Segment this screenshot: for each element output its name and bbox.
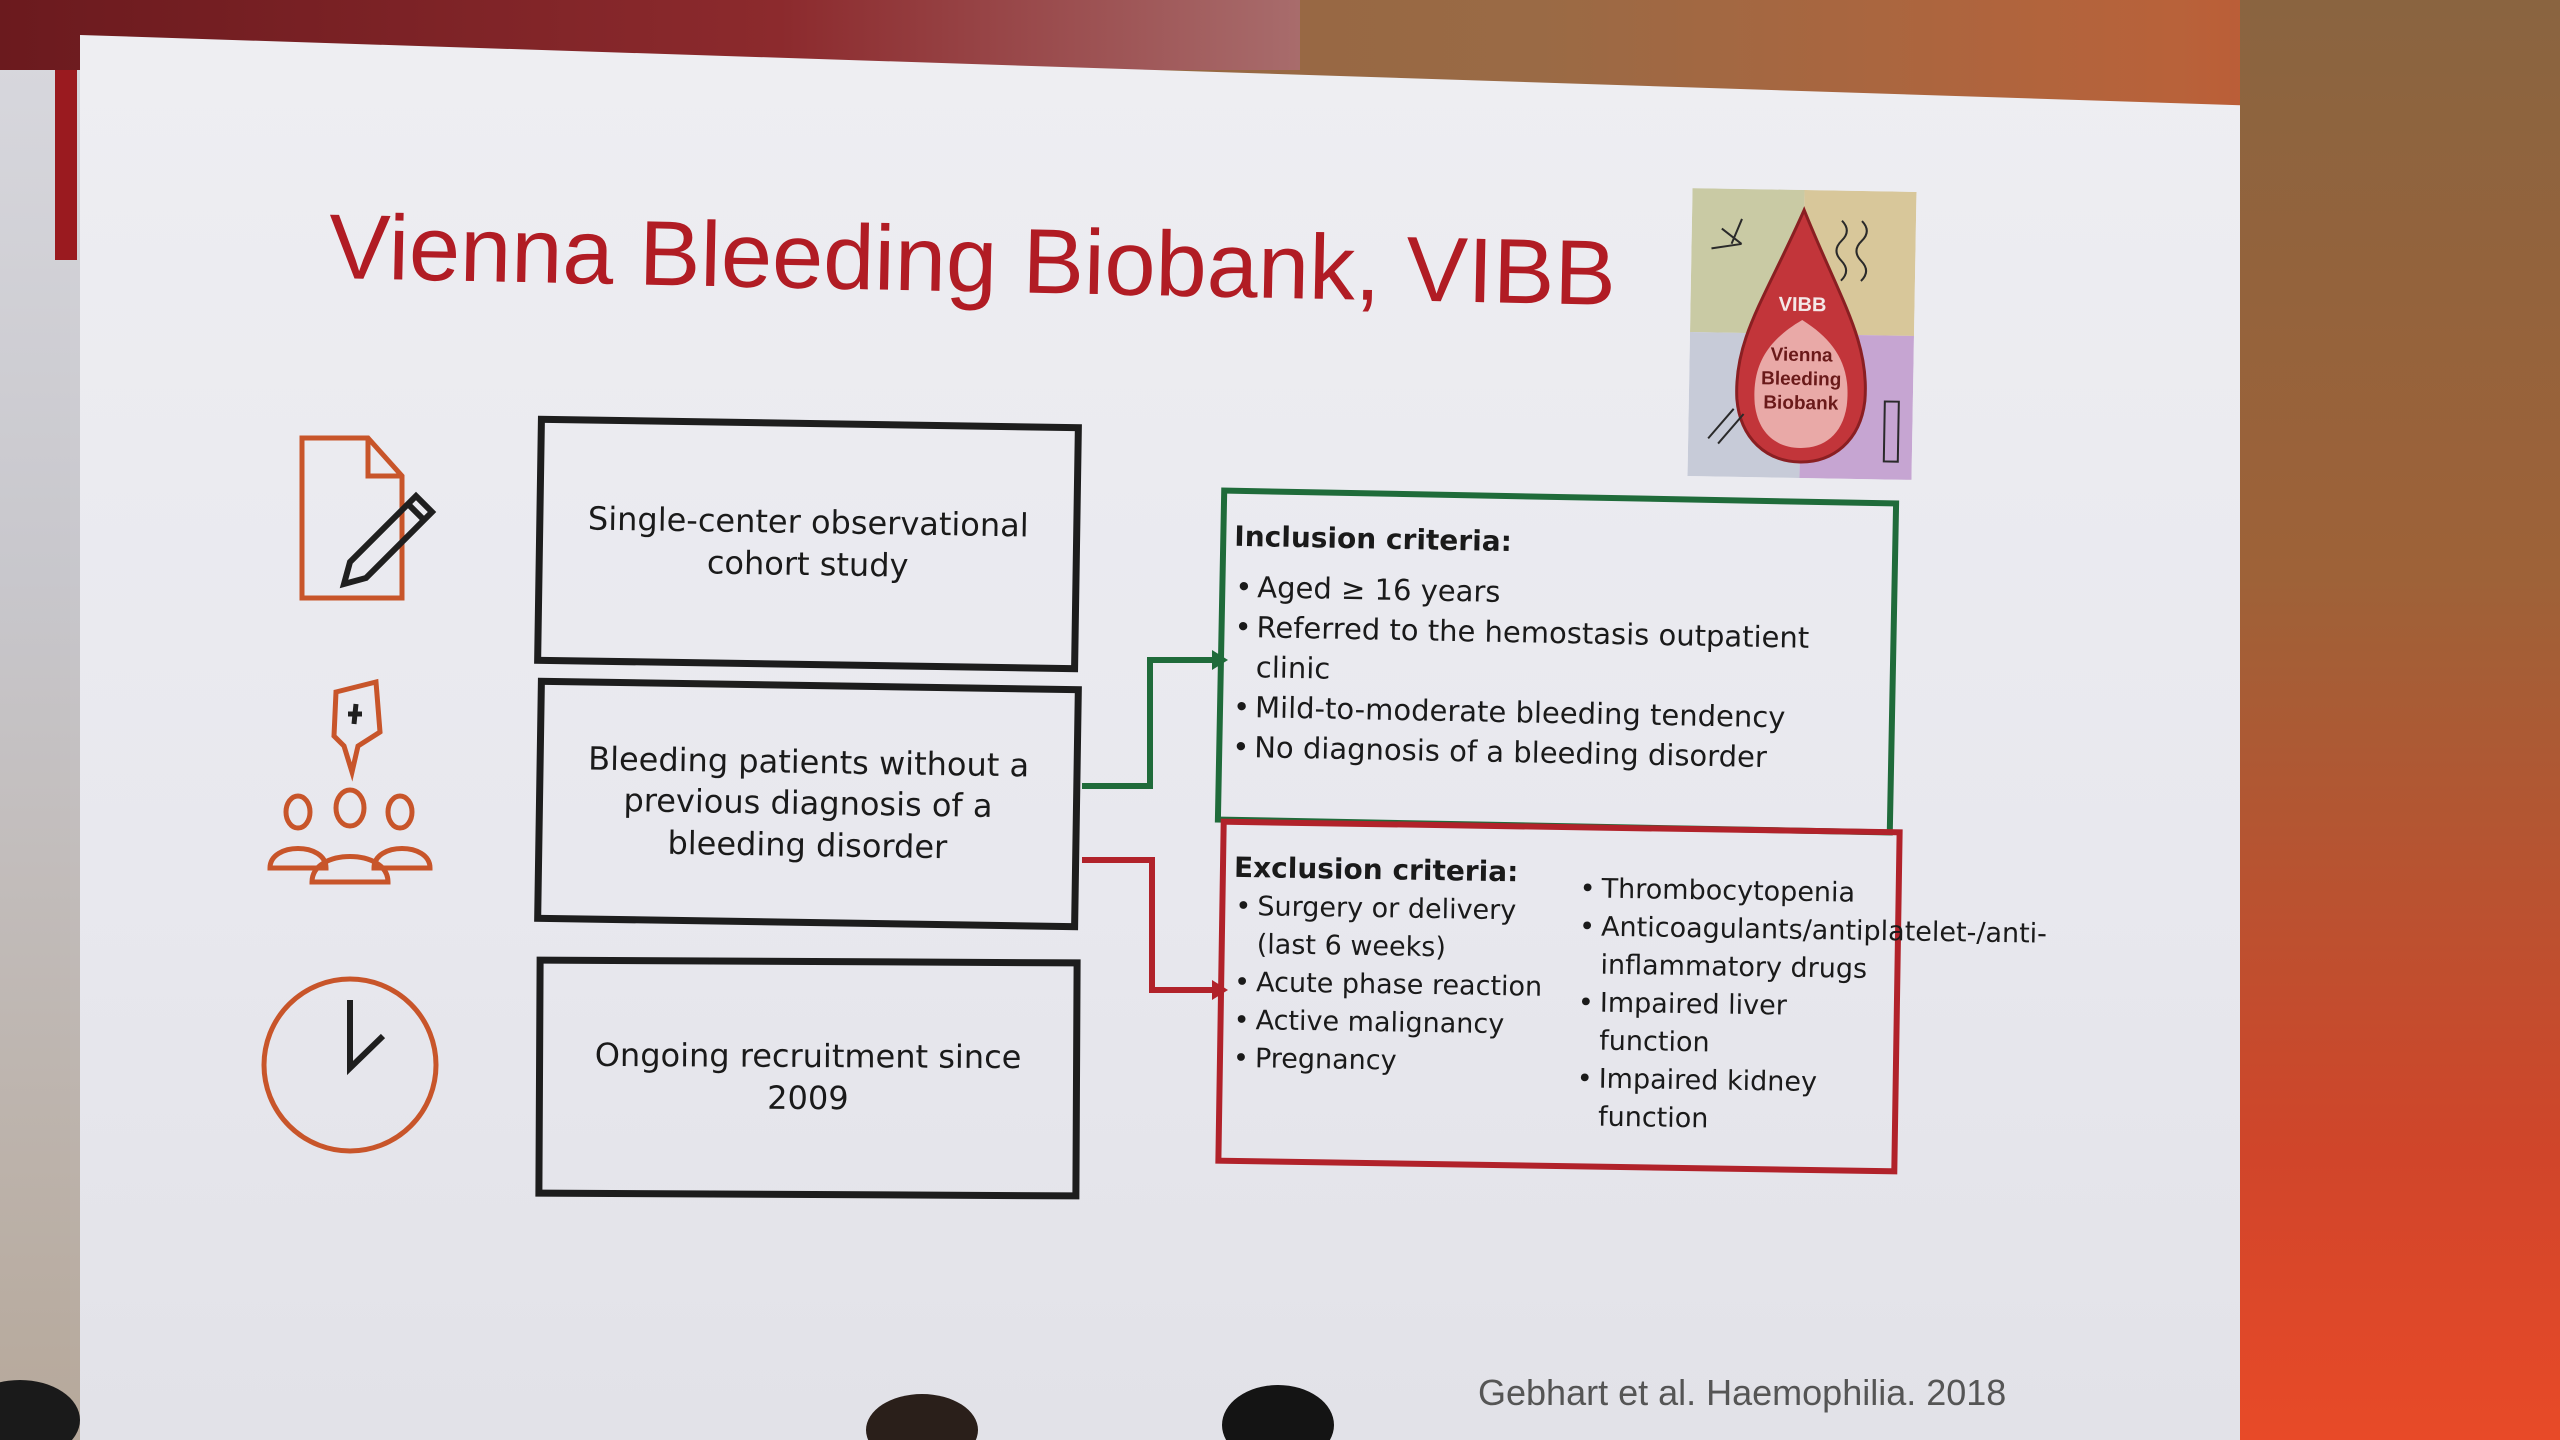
patients-text: Bleeding patients without a previous dia… <box>587 739 1030 866</box>
inclusion-item: Referred to the hemostasis outpatient cl… <box>1231 607 1890 700</box>
logo-top-text: VIBB <box>1778 293 1827 317</box>
recruitment-box: Ongoing recruitment since 2009 <box>535 956 1081 1200</box>
exclusion-item: Surgery or delivery (last 6 weeks) <box>1232 888 1563 969</box>
exclusion-left-list: Surgery or delivery (last 6 weeks) Acute… <box>1231 888 1564 1083</box>
vibb-logo-graphic <box>1687 188 1917 480</box>
patients-group-icon <box>267 678 433 885</box>
exclusion-item: Anticoagulants/antiplatelet-/anti-inflam… <box>1576 908 2047 989</box>
patients-box: Bleeding patients without a previous dia… <box>534 677 1082 931</box>
exclusion-item: Active malignancy <box>1231 1002 1562 1045</box>
logo-name: Vienna Bleeding Biobank <box>1689 342 1914 418</box>
citation: Gebhart et al. Haemophilia. 2018 <box>1478 1372 2007 1413</box>
exclusion-item: Acute phase reaction <box>1232 964 1563 1007</box>
vibb-logo: VIBB Vienna Bleeding Biobank <box>1687 188 1917 480</box>
exclusion-item: Pregnancy <box>1231 1040 1562 1083</box>
exclusion-right-column: Thrombocytopenia Anticoagulants/antiplat… <box>1574 870 2047 1141</box>
inclusion-title: Inclusion criteria: <box>1234 519 1513 559</box>
study-design-text: Single-center observational cohort study <box>587 499 1030 585</box>
exclusion-item: Thrombocytopenia <box>1577 870 1898 913</box>
inclusion-list: Aged ≥ 16 years Referred to the hemostas… <box>1230 567 1892 780</box>
exclusion-item: Impaired liver function <box>1575 984 1896 1065</box>
document-pen-icon <box>299 435 437 601</box>
exclusion-criteria-box: Exclusion criteria: Surgery or delivery … <box>1215 818 2047 1175</box>
clock-icon <box>261 976 439 1154</box>
inclusion-criteria-box: Inclusion criteria: Aged ≥ 16 years Refe… <box>1214 487 1900 836</box>
logo-line-3: Biobank <box>1763 392 1839 415</box>
exclusion-item: Impaired kidney function <box>1574 1060 1895 1141</box>
recruitment-text: Ongoing recruitment since 2009 <box>594 1036 1022 1118</box>
study-design-box: Single-center observational cohort study <box>534 415 1082 673</box>
exclusion-left-column: Exclusion criteria: Surgery or delivery … <box>1231 851 1565 1083</box>
exclusion-right-list: Thrombocytopenia Anticoagulants/antiplat… <box>1574 870 2047 1141</box>
exclusion-title: Exclusion criteria: <box>1233 850 1519 889</box>
right-background-wall <box>2240 0 2560 1440</box>
